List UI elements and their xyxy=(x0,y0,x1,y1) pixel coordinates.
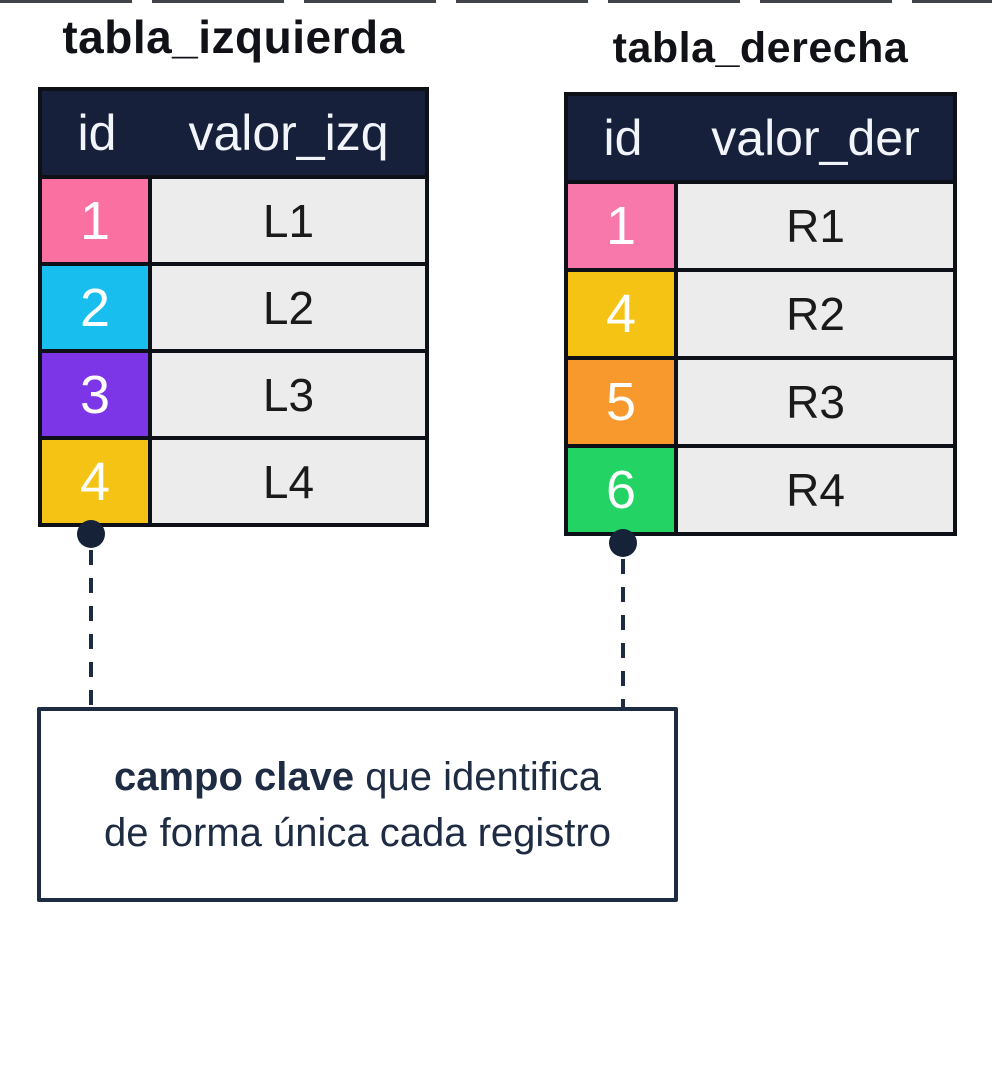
value-cell: R2 xyxy=(678,272,953,356)
annotation-line-1: campo clave que identifica xyxy=(114,749,601,805)
id-cell: 3 xyxy=(42,353,152,436)
table-row: 6 R4 xyxy=(568,444,953,532)
connector-dot-left xyxy=(77,520,105,548)
table-row: 4 R2 xyxy=(568,268,953,356)
value-cell: L1 xyxy=(152,179,425,262)
value-cell: L2 xyxy=(152,266,425,349)
id-cell: 4 xyxy=(568,272,678,356)
annotation-line-1-rest: que identifica xyxy=(354,754,601,799)
id-cell: 1 xyxy=(42,179,152,262)
id-cell: 1 xyxy=(568,184,678,268)
value-cell: L4 xyxy=(152,440,425,523)
value-cell: R1 xyxy=(678,184,953,268)
id-cell: 4 xyxy=(42,440,152,523)
left-table-title: tabla_izquierda xyxy=(62,11,405,63)
value-cell: R4 xyxy=(678,448,953,532)
table-row: 1 R1 xyxy=(568,180,953,268)
annotation-box: campo clave que identifica de forma únic… xyxy=(37,707,678,902)
column-header-id: id xyxy=(77,105,117,161)
right-table-title: tabla_derecha xyxy=(612,24,909,72)
left-table-header: id valor_izq xyxy=(42,91,425,175)
column-header-id: id xyxy=(603,110,643,166)
table-row: 2 L2 xyxy=(42,262,425,349)
annotation-line-2: de forma única cada registro xyxy=(104,810,611,855)
table-row: 3 L3 xyxy=(42,349,425,436)
table-row: 4 L4 xyxy=(42,436,425,523)
column-header-valor-der: valor_der xyxy=(711,110,920,166)
table-row: 1 L1 xyxy=(42,175,425,262)
connector-dot-right xyxy=(609,529,637,557)
annotation-bold-text: campo clave xyxy=(114,754,355,799)
id-cell: 5 xyxy=(568,360,678,444)
id-cell: 6 xyxy=(568,448,678,532)
value-cell: L3 xyxy=(152,353,425,436)
right-table-header: id valor_der xyxy=(568,96,953,180)
id-cell: 2 xyxy=(42,266,152,349)
table-row: 5 R3 xyxy=(568,356,953,444)
connector-dashed-line-left xyxy=(89,550,93,707)
top-edge-artifact xyxy=(0,0,992,3)
left-table: id valor_izq 1 L1 2 L2 3 L3 4 L4 xyxy=(38,87,429,527)
connector-dashed-line-right xyxy=(621,559,625,707)
right-table: id valor_der 1 R1 4 R2 5 R3 6 R4 xyxy=(564,92,957,536)
value-cell: R3 xyxy=(678,360,953,444)
column-header-valor-izq: valor_izq xyxy=(188,105,389,161)
